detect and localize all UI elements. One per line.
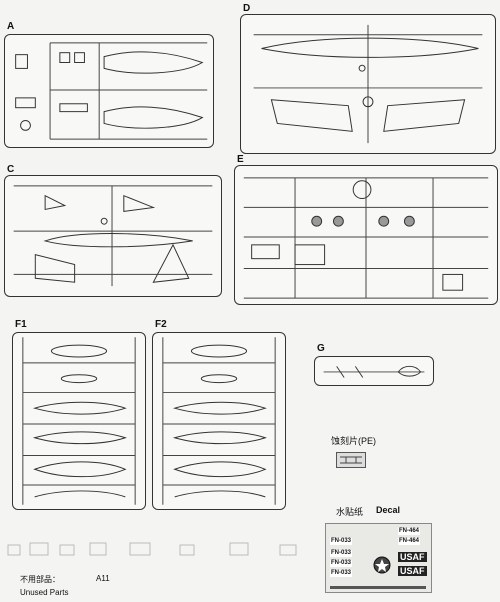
- decal-code-right-2: FN-464: [398, 538, 421, 545]
- sprue-c-drawing: [13, 185, 213, 287]
- decal-usaf-2: USAF: [398, 566, 427, 576]
- unused-parts-strip: [0, 535, 320, 563]
- sprue-f1-drawing: [22, 337, 136, 505]
- sprue-c-letter: C: [7, 164, 15, 175]
- sprue-e: E: [234, 154, 498, 305]
- decal-code-4: FN-033: [330, 570, 353, 577]
- sprue-c: C: [4, 164, 222, 297]
- unused-label-en: Unused Parts: [20, 588, 69, 597]
- decal-code-3: FN-033: [330, 560, 353, 567]
- decal-code-1: FN-033: [330, 538, 353, 545]
- decal-code-right-1: FN-464: [398, 528, 421, 535]
- sprue-a-letter: A: [7, 21, 15, 32]
- unused-parts-drawing: [7, 542, 297, 556]
- pe-label: 蚀刻片(PE): [331, 436, 377, 446]
- sprue-g-letter: G: [317, 343, 325, 354]
- sprue-a-drawing: [15, 42, 208, 140]
- sprue-d: D: [240, 3, 496, 154]
- decal-code-2: FN-033: [330, 550, 353, 557]
- sprue-f1: F1: [12, 319, 146, 510]
- sprue-e-letter: E: [237, 154, 244, 165]
- sprue-g: G: [314, 343, 434, 386]
- decal-sheet: FN-033 FN-033 FN-033 FN-033 FN-464 FN-46…: [325, 523, 432, 593]
- decal-sheet-drawing: [330, 556, 426, 589]
- decal-label-en: Decal: [376, 505, 401, 515]
- sprue-f2-letter: F2: [155, 319, 167, 330]
- unused-part-number: A11: [96, 574, 110, 583]
- sprue-d-drawing: [253, 24, 483, 144]
- pe-fret: [336, 452, 366, 468]
- sprue-f2: F2: [152, 319, 286, 510]
- sprue-g-drawing: [323, 365, 425, 378]
- sprue-e-drawing: [243, 177, 489, 299]
- sprue-f1-letter: F1: [15, 319, 27, 330]
- decal-label-cn: 水贴纸: [336, 507, 364, 517]
- sprue-a: A: [4, 21, 214, 148]
- sprue-d-letter: D: [243, 3, 251, 14]
- unused-label-cn: 不用部品：: [20, 575, 60, 584]
- sprue-f2-drawing: [162, 337, 276, 505]
- pe-fret-drawing: [340, 456, 362, 464]
- decal-usaf-1: USAF: [398, 552, 427, 562]
